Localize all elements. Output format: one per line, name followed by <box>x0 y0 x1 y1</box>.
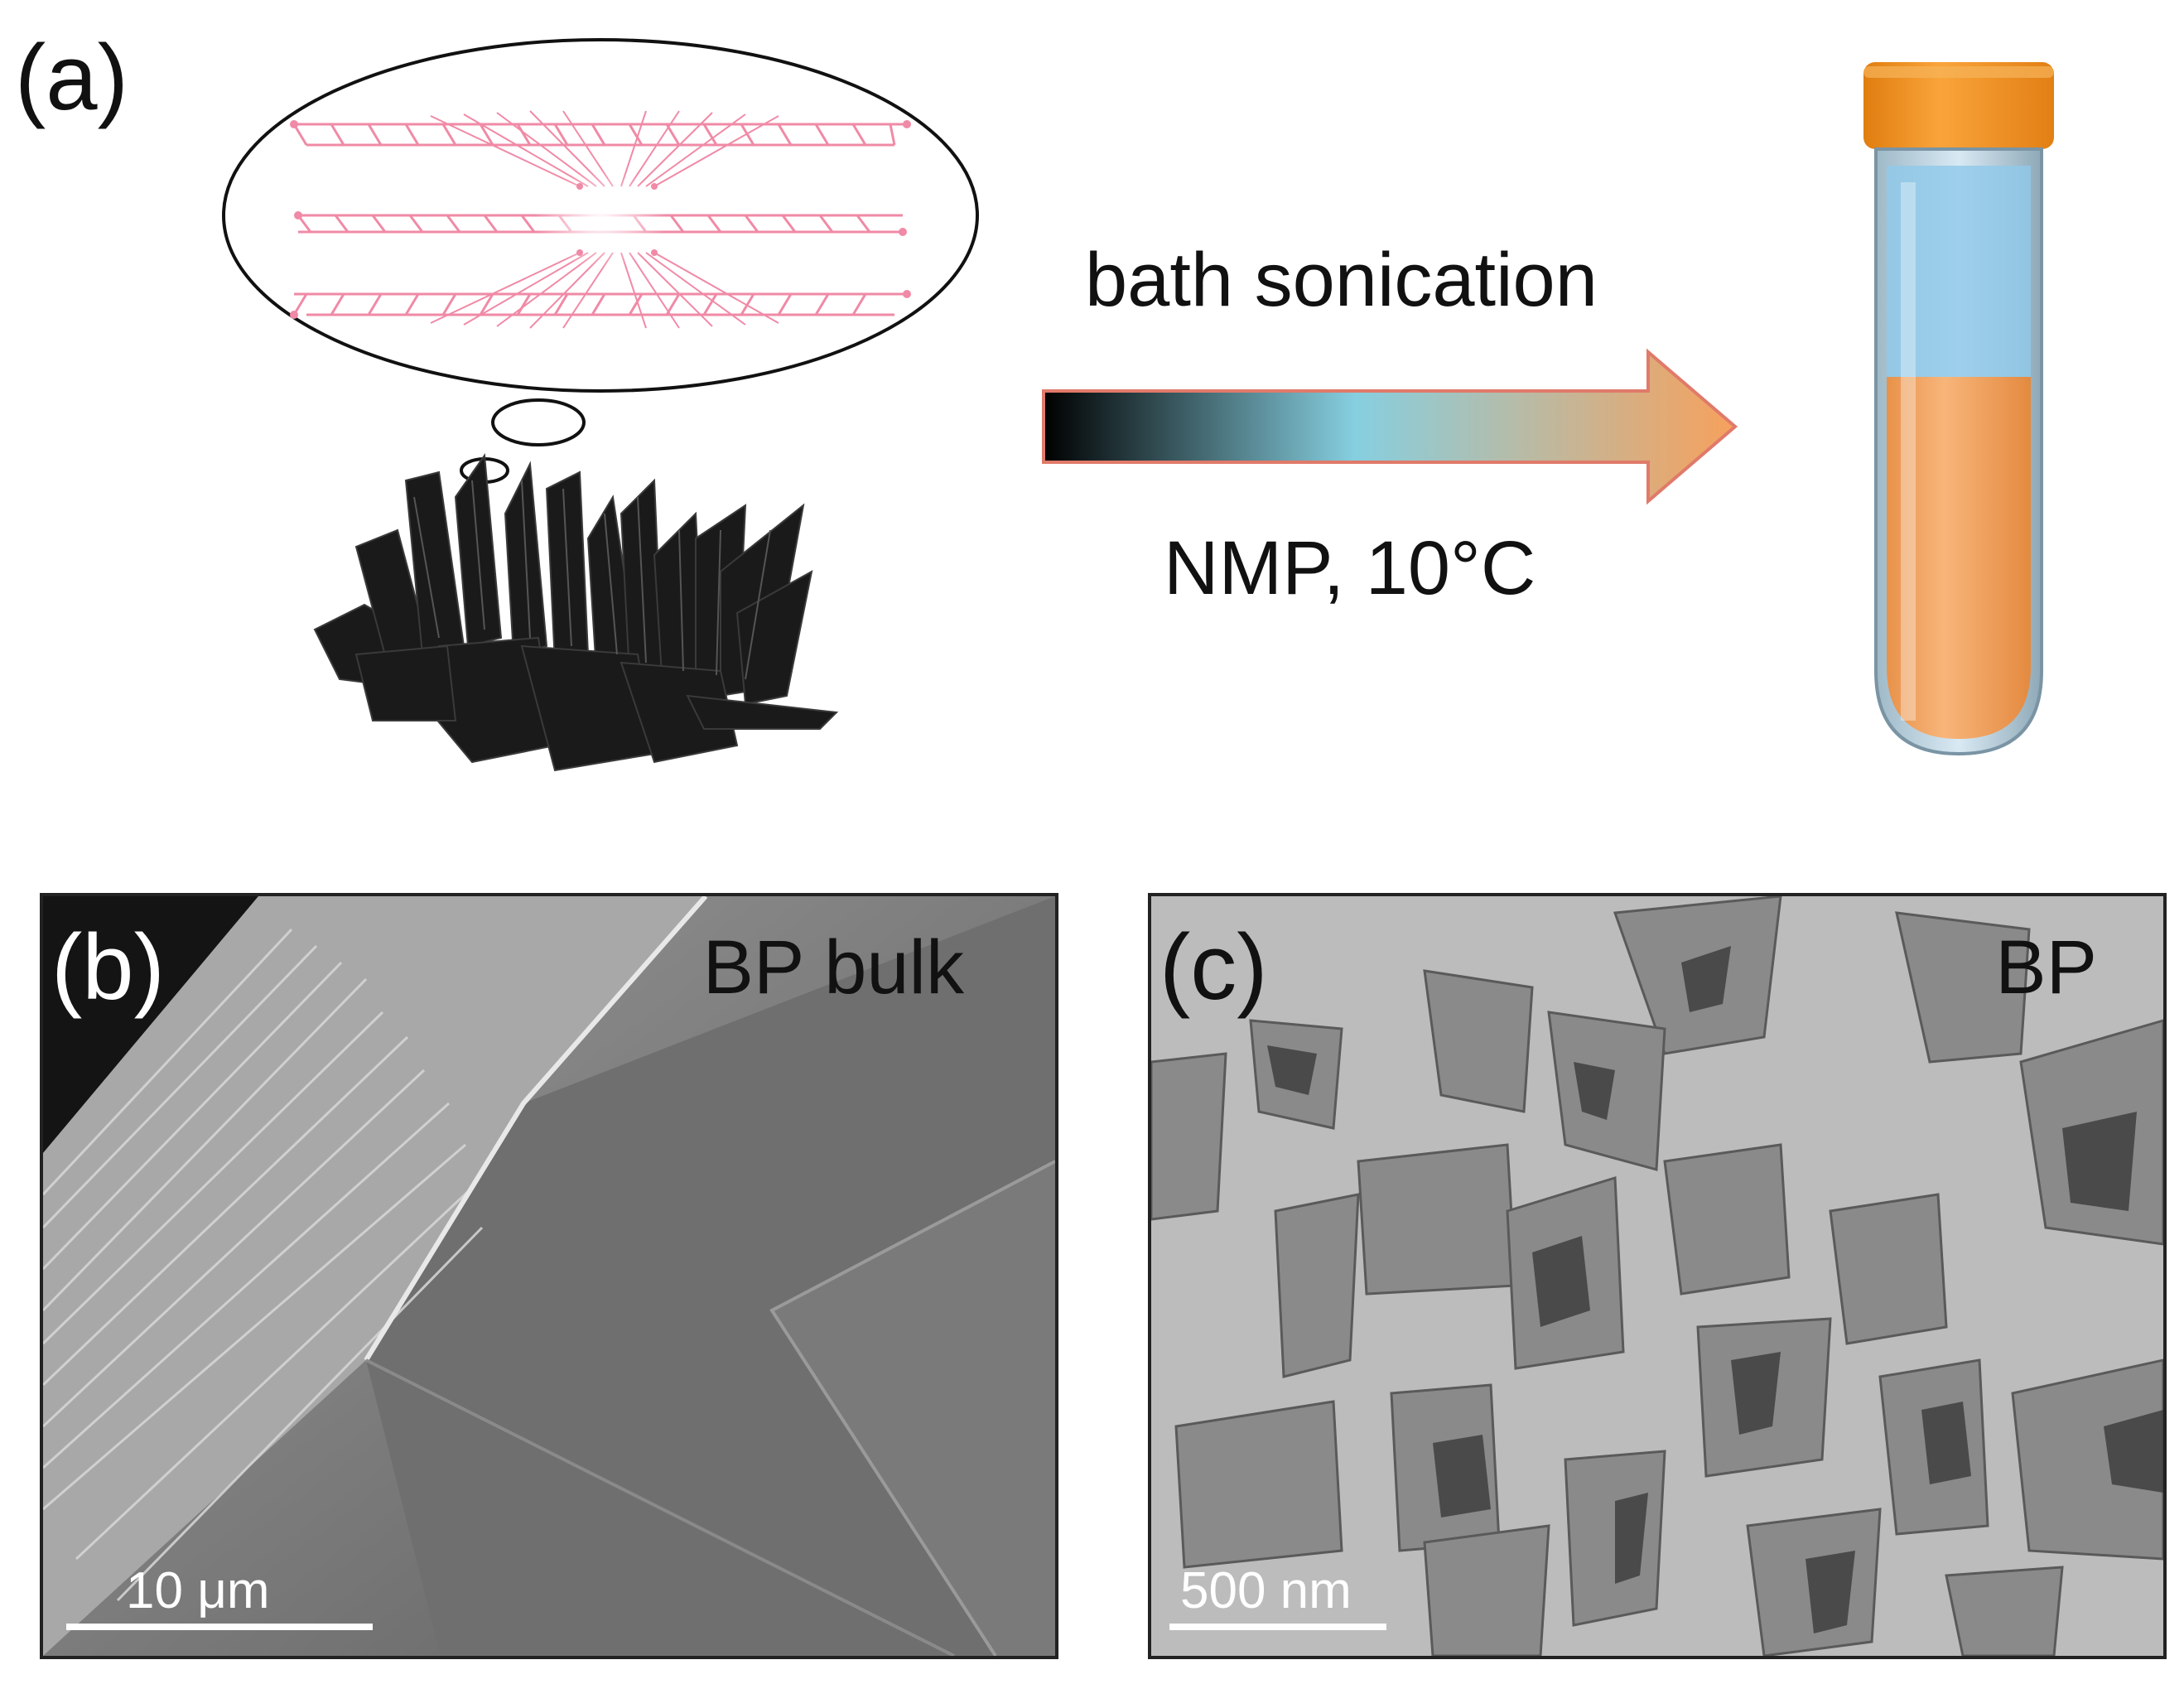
tem-micrograph-panel: (c) BP 500 nm <box>1148 893 2167 1659</box>
tem-image <box>1151 896 2163 1656</box>
panel-c-scale-label: 500 nm <box>1180 1562 1352 1619</box>
panel-b-scale-label: 10 μm <box>126 1562 270 1619</box>
panel-c-scale-bar <box>1169 1624 1386 1630</box>
atomic-layer-3 <box>292 252 907 329</box>
vial-with-dispersion <box>1863 62 2054 756</box>
sem-image <box>43 896 1055 1656</box>
process-arrow <box>1042 348 1738 505</box>
panel-b-scale-bar <box>66 1624 373 1630</box>
panel-a-label: (a) <box>15 26 128 129</box>
layered-structure-thought-bubble <box>222 38 979 484</box>
black-phosphorus-crystals <box>313 453 839 772</box>
panel-c-label: (c) <box>1159 915 1268 1019</box>
arrow-bottom-text: NMP, 10°C <box>1164 526 1536 610</box>
atomic-layer-1 <box>292 110 907 187</box>
sem-micrograph-panel: (b) BP bulk 10 μm <box>40 893 1058 1659</box>
panel-b-sample-label: BP bulk <box>702 925 964 1010</box>
panel-b-label: (b) <box>51 915 165 1019</box>
arrow-top-text: bath sonication <box>1085 238 1598 322</box>
panel-c-sample-label: BP <box>1995 925 2097 1010</box>
